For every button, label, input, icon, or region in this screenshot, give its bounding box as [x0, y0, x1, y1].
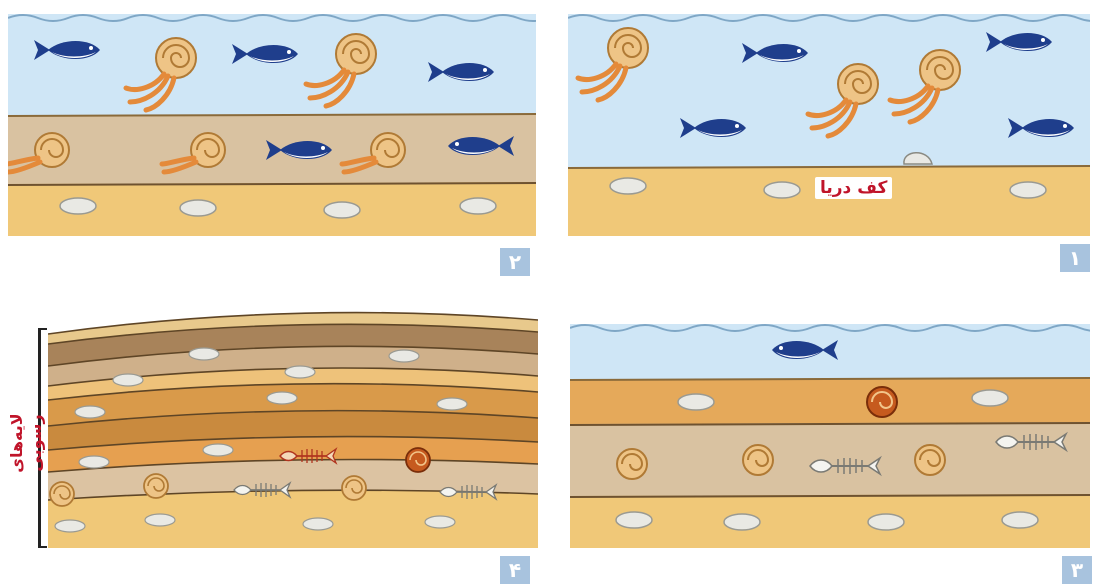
pebble — [180, 200, 216, 216]
pebble — [145, 514, 175, 526]
pebble — [75, 406, 105, 418]
pebble — [1010, 182, 1046, 198]
pebble — [79, 456, 109, 468]
sedimentary-layers-label: لایه‌های رسوبی — [7, 383, 45, 503]
new-ammonite — [867, 387, 897, 417]
pebble — [764, 182, 800, 198]
pebble — [285, 366, 315, 378]
pebble — [1002, 512, 1038, 528]
pebble — [55, 520, 85, 532]
pebble — [203, 444, 233, 456]
pebble — [972, 390, 1008, 406]
panel-4-scene — [48, 300, 538, 548]
pebble — [425, 516, 455, 528]
panel-badge-4: ۴ — [500, 556, 530, 584]
panel-2 — [8, 8, 536, 236]
sea-floor-label: کف دریا — [815, 177, 892, 199]
buried-red-ammonite — [406, 448, 430, 472]
pebble — [868, 514, 904, 530]
fossil-shell — [617, 449, 647, 479]
pebble — [267, 392, 297, 404]
panel-4 — [48, 300, 538, 548]
fossil-shell — [50, 482, 74, 506]
panel-3-scene — [570, 318, 1090, 548]
fossil-shell — [144, 474, 168, 498]
pebble — [616, 512, 652, 528]
fossil-shell — [743, 445, 773, 475]
fossil-shell — [915, 445, 945, 475]
pebble — [389, 350, 419, 362]
fossil-shell — [342, 476, 366, 500]
pebble — [303, 518, 333, 530]
pebble — [189, 348, 219, 360]
panel-badge-1: ۱ — [1060, 244, 1090, 272]
panel-1 — [568, 8, 1090, 236]
pebble — [60, 198, 96, 214]
panel-2-scene — [8, 8, 536, 236]
pebble — [678, 394, 714, 410]
pebble — [324, 202, 360, 218]
pebble — [610, 178, 646, 194]
panel-badge-2: ۲ — [500, 248, 530, 276]
pebble — [460, 198, 496, 214]
panel-1-scene — [568, 8, 1090, 236]
pebble — [724, 514, 760, 530]
pebble — [113, 374, 143, 386]
pebble — [437, 398, 467, 410]
panel-3 — [570, 318, 1090, 548]
panel-badge-3: ۳ — [1062, 556, 1092, 584]
